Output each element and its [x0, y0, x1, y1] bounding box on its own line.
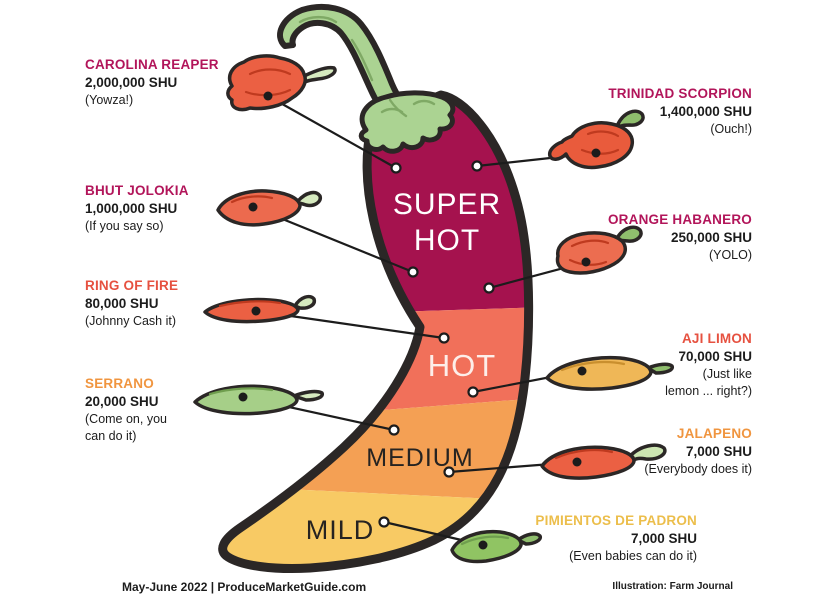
label-orange-habanero: ORANGE HABANERO 250,000 SHU (YOLO) [608, 211, 752, 264]
small-pepper-icons [193, 54, 675, 564]
pepper-name: TRINIDAD SCORPION [608, 86, 752, 101]
dot-bhut-jolokia [248, 202, 258, 212]
dot-carolina-reaper [263, 91, 273, 101]
dot-trinidad-scorpion [591, 148, 601, 158]
pepper-note: (Everybody does it) [644, 462, 752, 476]
ring-trinidad-scorpion [471, 160, 483, 172]
pepper-note: (Even babies can do it) [569, 549, 697, 563]
label-bhut-jolokia: BHUT JOLOKIA 1,000,000 SHU (If you say s… [85, 182, 189, 235]
pepper-note: (Come on, you can do it) [85, 412, 167, 443]
dot-serrano [238, 392, 248, 402]
ring-jalapeno [443, 466, 455, 478]
label-serrano: SERRANO 20,000 SHU (Come on, you can do … [85, 375, 167, 444]
ring-serrano [388, 424, 400, 436]
stem-detail-lines [298, 15, 436, 118]
zone-labels: SUPER HOT HOT MEDIUM MILD [306, 188, 501, 545]
bhut-jolokia-pepper-icon [216, 189, 323, 227]
pepper-note: (Just like lemon ... right?) [665, 367, 752, 398]
dot-pimientos [478, 540, 488, 550]
zone-label-super-hot-line1: SUPER [393, 188, 501, 221]
pepper-note: (Johnny Cash it) [85, 314, 177, 328]
pepper-name: ORANGE HABANERO [607, 212, 752, 227]
zone-label-medium: MEDIUM [366, 444, 473, 472]
pepper-shu: 250,000 SHU [670, 230, 752, 245]
pepper-name: CAROLINA REAPER [85, 57, 219, 72]
label-trinidad-scorpion: TRINIDAD SCORPION 1,400,000 SHU (Ouch!) [608, 85, 752, 138]
aji-limon-pepper-icon [545, 355, 675, 391]
ring-of-fire-pepper-icon [203, 294, 317, 324]
label-carolina-reaper: CAROLINA REAPER 2,000,000 SHU (Yowza!) [85, 56, 219, 109]
carolina-reaper-pepper-icon [226, 54, 337, 112]
pepper-note: (If you say so) [85, 219, 164, 233]
pepper-shu: 2,000,000 SHU [85, 75, 178, 90]
pepper-shu: 20,000 SHU [85, 394, 159, 409]
pepper-shu: 70,000 SHU [678, 349, 752, 364]
ring-pimientos [378, 516, 390, 528]
pepper-name: JALAPENO [676, 426, 752, 441]
zone-label-super-hot-line2: HOT [414, 224, 480, 257]
ring-orange-habanero [483, 282, 495, 294]
ring-bhut-jolokia [407, 266, 419, 278]
zone-label-hot: HOT [428, 348, 496, 383]
dot-orange-habanero [581, 257, 591, 267]
pepper-shu: 1,400,000 SHU [659, 104, 752, 119]
label-aji-limon: AJI LIMON 70,000 SHU (Just like lemon ..… [665, 330, 752, 399]
pepper-shu: 7,000 SHU [630, 531, 697, 546]
pepper-shu: 80,000 SHU [85, 296, 159, 311]
label-jalapeno: JALAPENO 7,000 SHU (Everybody does it) [644, 425, 752, 478]
pepper-name: RING OF FIRE [85, 278, 179, 293]
pepper-note: (Yowza!) [85, 93, 134, 107]
dot-aji-limon [577, 366, 587, 376]
ring-carolina-reaper [390, 162, 402, 174]
footer-issue-source: May-June 2022 | ProduceMarketGuide.com [122, 580, 367, 594]
trinidad-scorpion-pepper-icon [547, 109, 645, 170]
pepper-note: (Ouch!) [710, 122, 752, 136]
leader-carolina-reaper [267, 95, 397, 169]
dot-ring-of-fire [251, 306, 261, 316]
dot-jalapeno [572, 457, 582, 467]
orange-habanero-pepper-icon [555, 225, 643, 275]
pepper-shu: 7,000 SHU [685, 444, 752, 459]
leader-endpoints [238, 91, 601, 550]
pepper-name: BHUT JOLOKIA [85, 183, 189, 198]
pepper-shu: 1,000,000 SHU [85, 201, 178, 216]
ring-aji-limon [467, 386, 479, 398]
label-ring-of-fire: RING OF FIRE 80,000 SHU (Johnny Cash it) [85, 277, 178, 330]
pimientos-de-padron-pepper-icon [450, 529, 543, 564]
pepper-note: (YOLO) [708, 248, 752, 262]
pepper-body-outline [218, 90, 534, 573]
pepper-name: AJI LIMON [681, 331, 752, 346]
zone-label-mild: MILD [306, 515, 375, 545]
footer-illustration-credit: Illustration: Farm Journal [612, 581, 733, 592]
label-pimientos-de-padron: PIMIENTOS DE PADRON 7,000 SHU (Even babi… [535, 512, 697, 565]
pepper-name: SERRANO [85, 376, 154, 391]
jalapeno-pepper-icon [540, 443, 667, 480]
pepper-name: PIMIENTOS DE PADRON [535, 513, 697, 528]
ring-ring-of-fire [438, 332, 450, 344]
pepper-calyx [358, 90, 456, 154]
